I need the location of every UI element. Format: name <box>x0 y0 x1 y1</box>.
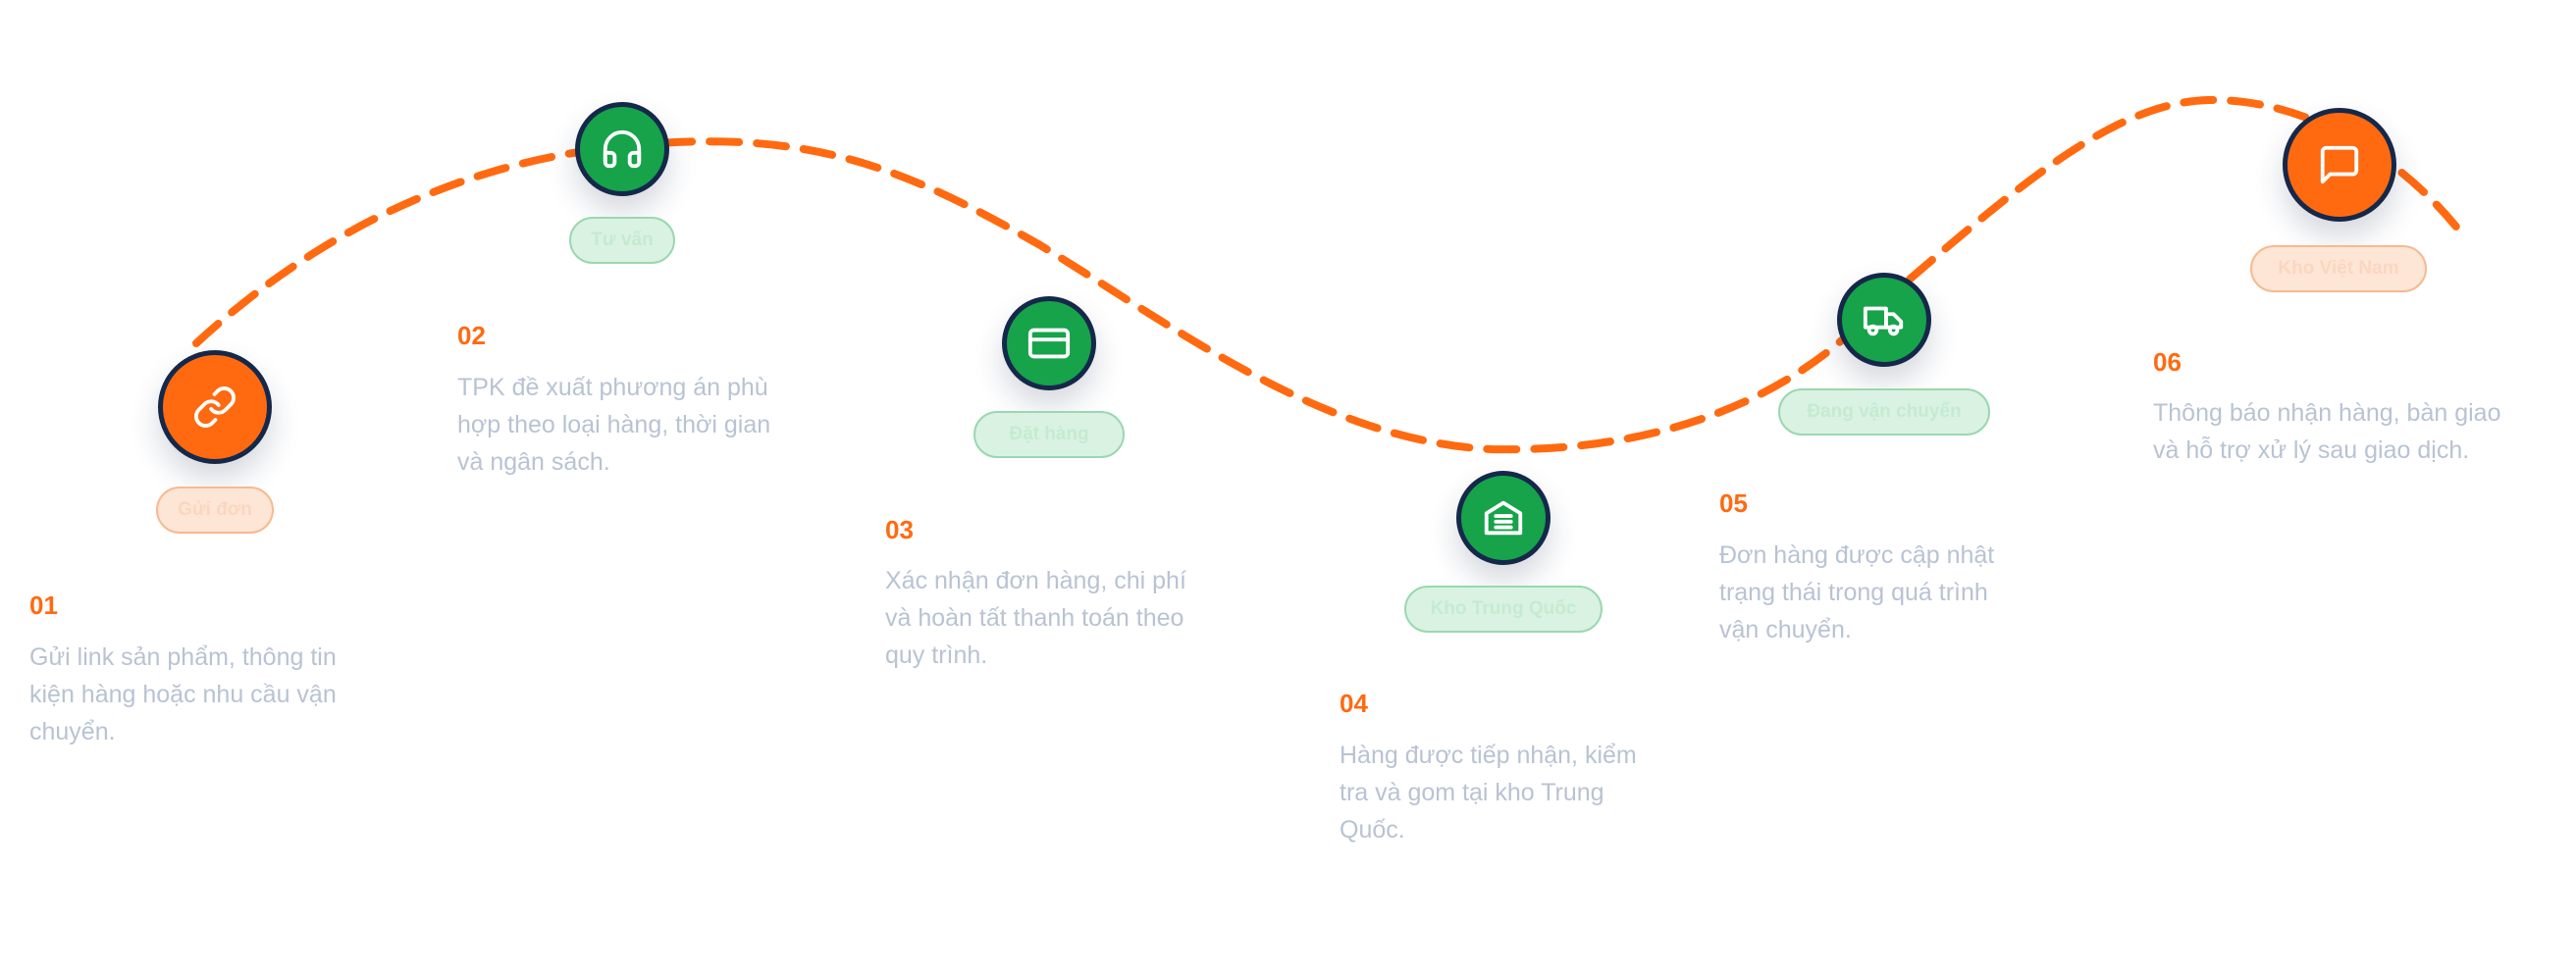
step-1-label: Gửi đơn <box>156 487 274 534</box>
step-6-description: Thông báo nhận hàng, bàn giao và hỗ trợ … <box>2153 399 2501 464</box>
step-4-label: Kho Trung Quốc <box>1404 586 1603 633</box>
step-5-node <box>1837 273 1931 367</box>
truck-icon <box>1863 306 1904 336</box>
step-5-number: 05 <box>1719 488 1748 518</box>
step-4-description: Hàng được tiếp nhận, kiểm tra và gom tại… <box>1340 742 1637 844</box>
headphones-icon <box>603 129 642 169</box>
step-1-node <box>158 350 272 464</box>
message-icon <box>2320 145 2359 184</box>
step-5-label: Đang vận chuyển <box>1778 388 1990 436</box>
step-4-number: 04 <box>1340 689 1368 718</box>
link-icon <box>194 386 236 428</box>
step-1-number: 01 <box>29 590 58 620</box>
step-3-description: Xác nhận đơn hàng, chi phí và hoàn tất t… <box>885 567 1186 669</box>
step-2-description: TPK đề xuất phương án phù hợp theo loại … <box>457 374 771 476</box>
step-2-number: 02 <box>457 321 486 350</box>
step-3-number: 03 <box>885 515 914 544</box>
step-6-node <box>2283 108 2396 222</box>
step-2-label: Tư vấn <box>569 217 675 264</box>
step-4-node <box>1456 471 1551 565</box>
step-3-label: Đặt hàng <box>973 411 1125 458</box>
credit-card-icon <box>1027 328 1071 359</box>
step-3-node <box>1002 296 1096 390</box>
step-5-description: Đơn hàng được cập nhật trạng thái trong … <box>1719 541 1995 643</box>
step-2-node <box>575 102 669 196</box>
step-6-number: 06 <box>2153 347 2182 377</box>
warehouse-icon <box>1484 500 1523 536</box>
step-6-label: Kho Việt Nam <box>2250 245 2427 292</box>
step-1-description: Gửi link sản phẩm, thông tin kiện hàng h… <box>29 643 337 745</box>
